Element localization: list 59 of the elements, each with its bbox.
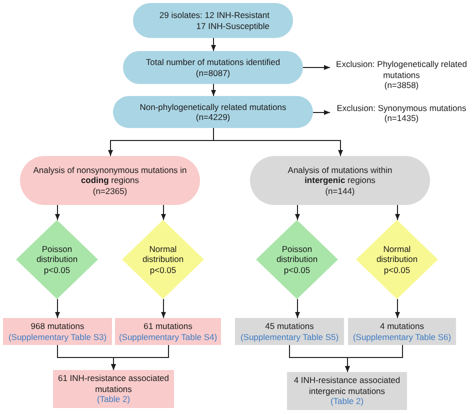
process-pill bbox=[123, 51, 303, 84]
arrow bbox=[295, 298, 300, 318]
arrow bbox=[161, 204, 166, 220]
arrow bbox=[111, 344, 169, 370]
mutation-count: 968 mutations bbox=[30, 321, 84, 332]
table-reference: (Table 2) bbox=[96, 394, 130, 405]
decision-diamond bbox=[256, 220, 338, 299]
arrow bbox=[345, 344, 403, 372]
count-text: (n=3858) bbox=[384, 80, 419, 91]
arrow bbox=[295, 204, 300, 220]
result-box bbox=[115, 318, 221, 345]
arrow bbox=[161, 298, 166, 318]
count-text: (n=144) bbox=[325, 186, 355, 196]
arrow bbox=[211, 84, 216, 96]
process-pill bbox=[20, 156, 200, 205]
table-reference: (Table 2) bbox=[330, 396, 364, 407]
arrow bbox=[211, 38, 216, 52]
mutation-count: 4 mutations bbox=[380, 321, 424, 332]
table-reference: (Supplementary Table S3) bbox=[8, 332, 107, 342]
test-criterion: Poisson distribution p<0.05 bbox=[35, 244, 79, 276]
result-text: 61 INH-resistance associated mutations bbox=[56, 373, 170, 394]
exclusion-text: Exclusion: Phylogenetically related mutations bbox=[335, 59, 468, 80]
step-text: Analysis of nonsynonymous mutations in coding regions bbox=[32, 164, 188, 186]
arrow bbox=[55, 298, 60, 318]
mutation-count: 45 mutations bbox=[265, 321, 314, 332]
arrow bbox=[55, 204, 60, 220]
process-pill bbox=[113, 96, 313, 128]
count-text: (n=8087) bbox=[196, 68, 230, 78]
arrow bbox=[213, 128, 343, 156]
arrow bbox=[395, 298, 400, 318]
result-box bbox=[348, 318, 456, 345]
result-box bbox=[53, 370, 174, 408]
step-text: Analysis of mutations within intergenic regions bbox=[286, 164, 394, 186]
count-text: (n=2365) bbox=[92, 186, 128, 196]
result-box bbox=[3, 318, 112, 345]
exclusion-text: Exclusion: Synonymous mutations bbox=[336, 102, 466, 113]
process-pill bbox=[250, 156, 430, 205]
test-criterion: Poisson distribution p<0.05 bbox=[275, 244, 319, 276]
arrow bbox=[395, 204, 400, 220]
result-box bbox=[235, 318, 344, 345]
test-criterion: Normal distribution p<0.05 bbox=[375, 244, 419, 276]
step-text: Non-phylogenetically related mutations bbox=[140, 102, 286, 112]
decision-diamond bbox=[122, 220, 204, 299]
result-box bbox=[287, 372, 407, 410]
decision-diamond bbox=[356, 220, 438, 299]
arrow bbox=[312, 110, 330, 115]
test-criterion: Normal distribution p<0.05 bbox=[141, 244, 185, 276]
step-text: Total number of mutations identified bbox=[146, 57, 280, 68]
arrow bbox=[302, 65, 330, 70]
count-text: (n=1435) bbox=[384, 113, 419, 124]
table-reference: (Supplementary Table S4) bbox=[118, 332, 218, 342]
mutation-count: 61 mutations bbox=[144, 321, 192, 332]
table-reference: (Supplementary Table S6) bbox=[352, 332, 452, 342]
table-reference: (Supplementary Table S5) bbox=[240, 332, 339, 342]
count-text: (n=4229) bbox=[196, 112, 230, 122]
result-text: 4 INH-resistance associated intergenic mutations bbox=[292, 375, 402, 396]
isolates-text: 29 isolates: 12 INH-Resistant 17 INH-Susceptible bbox=[158, 10, 270, 31]
process-pill bbox=[133, 3, 293, 38]
decision-diamond bbox=[16, 220, 98, 299]
